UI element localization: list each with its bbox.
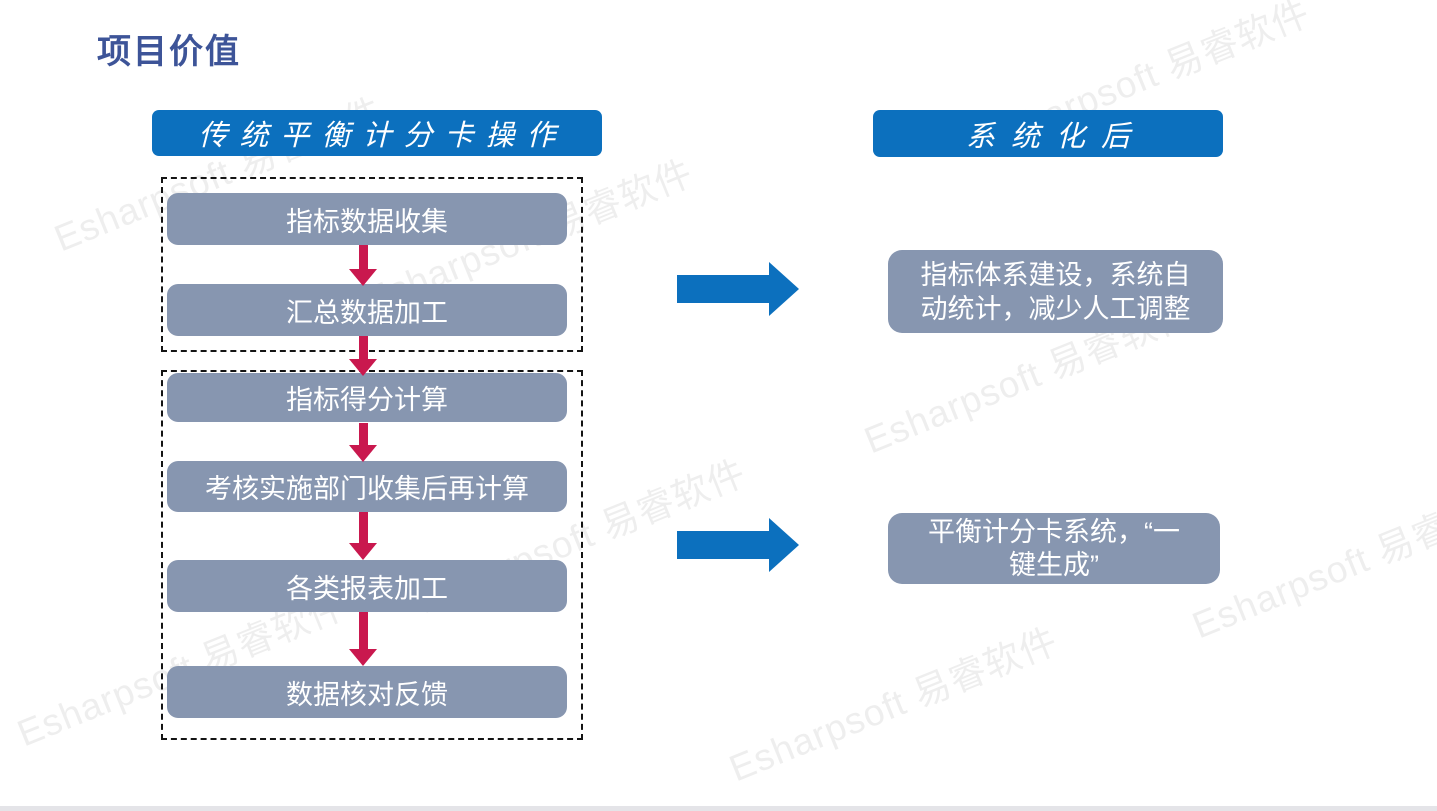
page-title: 项目价值 [97, 33, 241, 71]
down-arrow-icon [349, 245, 377, 286]
right-column-header: 系统化后 [873, 110, 1223, 157]
step-box: 考核实施部门收集后再计算 [167, 461, 567, 512]
step-box: 汇总数据加工 [167, 284, 567, 336]
result-box-line: 指标体系建设，系统自 [920, 259, 1191, 290]
right-arrow-icon [677, 518, 799, 572]
step-box: 指标得分计算 [167, 373, 567, 422]
down-arrow-icon [349, 512, 377, 560]
step-box: 指标数据收集 [167, 193, 567, 245]
result-box-line: 平衡计分卡系统，“一 [928, 516, 1180, 547]
left-column-header: 传统平衡计分卡操作 [152, 110, 602, 156]
result-box-line: 键生成” [1009, 549, 1099, 580]
result-box: 指标体系建设，系统自 动统计，减少人工调整 [888, 250, 1223, 333]
right-arrow-icon [677, 262, 799, 316]
down-arrow-icon [349, 423, 377, 462]
down-arrow-icon [349, 336, 377, 376]
bottom-edge-strip [0, 806, 1437, 811]
down-arrow-icon [349, 612, 377, 666]
dashed-group-frame-1 [161, 177, 583, 352]
watermark-text: Esharpsoft 易睿软件 [723, 620, 1064, 790]
watermark-text: Esharpsoft 易睿软件 [1186, 477, 1437, 647]
step-box: 数据核对反馈 [167, 666, 567, 718]
result-box-line: 动统计，减少人工调整 [920, 293, 1191, 324]
result-box: 平衡计分卡系统，“一 键生成” [888, 513, 1220, 584]
step-box: 各类报表加工 [167, 560, 567, 612]
